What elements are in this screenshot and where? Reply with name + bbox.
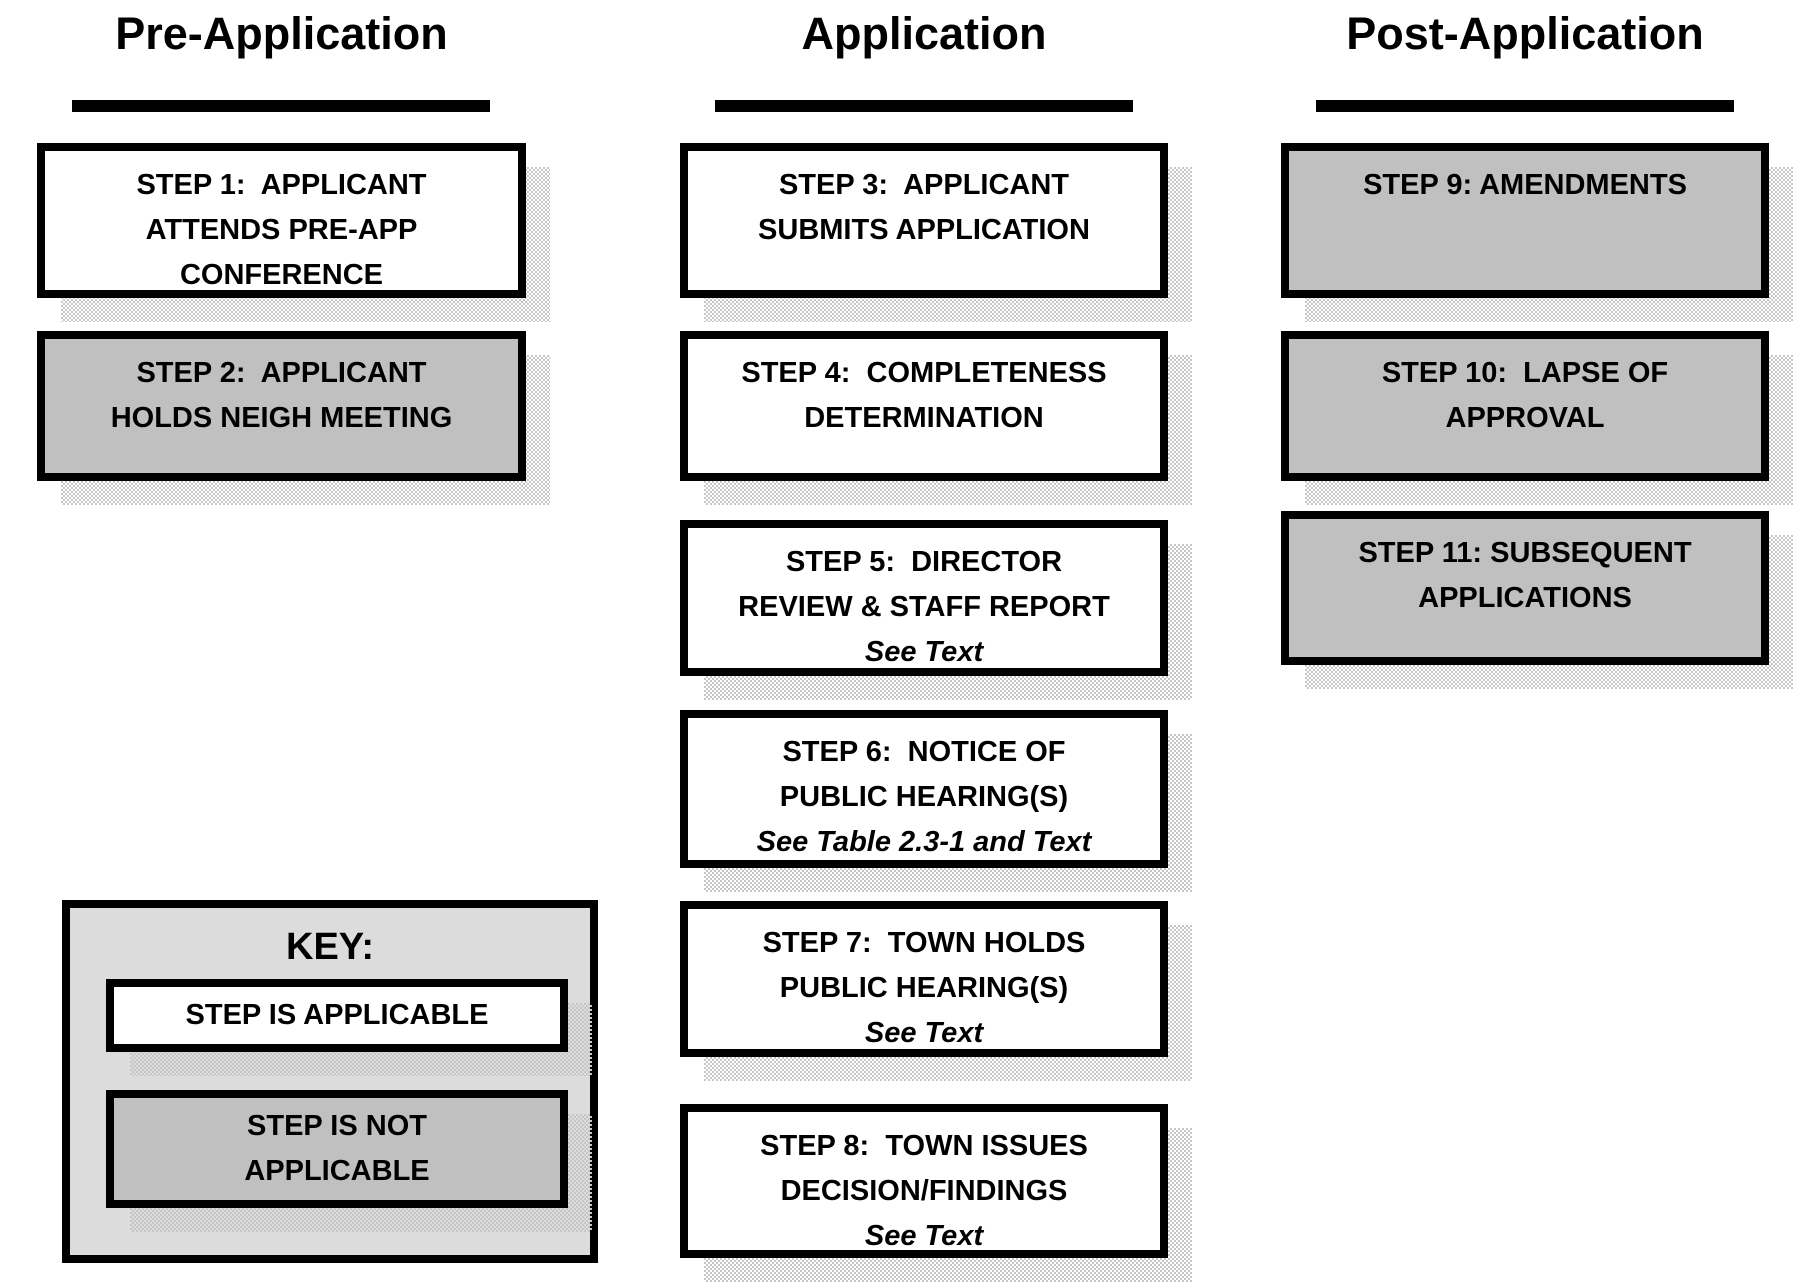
step-1-title: STEP 1: APPLICANT ATTENDS PRE-APP CONFER… — [136, 169, 427, 291]
post-application-heading-underline — [1316, 100, 1734, 112]
application-heading-underline — [715, 100, 1133, 112]
step-7-note: See Text — [864, 1017, 984, 1049]
column-heading-application: Application — [801, 8, 1047, 59]
step-3-title: STEP 3: APPLICANT SUBMITS APPLICATION — [758, 169, 1090, 246]
legend-title: KEY: — [286, 926, 374, 968]
step-8-title: STEP 8: TOWN ISSUES DECISION/FINDINGS — [760, 1130, 1088, 1207]
step-5-title: STEP 5: DIRECTOR REVIEW & STAFF REPORT — [738, 546, 1110, 623]
step-10-title: STEP 10: LAPSE OF APPROVAL — [1381, 357, 1669, 434]
step-4-title: STEP 4: COMPLETENESS DETERMINATION — [741, 357, 1107, 434]
step-8-box: STEP 8: TOWN ISSUES DECISION/FINDINGS Se… — [680, 1104, 1192, 1282]
step-11-title: STEP 11: SUBSEQUENT APPLICATIONS — [1358, 537, 1692, 614]
step-7-title: STEP 7: TOWN HOLDS PUBLIC HEARING(S) — [762, 927, 1086, 1004]
step-8-note: See Text — [864, 1220, 984, 1252]
step-7-box: STEP 7: TOWN HOLDS PUBLIC HEARING(S) See… — [680, 901, 1192, 1081]
pre-application-heading-underline — [72, 100, 490, 112]
step-6-note: See Table 2.3-1 and Text — [756, 826, 1092, 858]
step-6-box: STEP 6: NOTICE OF PUBLIC HEARING(S) See … — [680, 710, 1192, 892]
step-5-box: STEP 5: DIRECTOR REVIEW & STAFF REPORT S… — [680, 520, 1192, 700]
legend-step-not-applicable-label: STEP IS NOT APPLICABLE — [244, 1110, 430, 1187]
step-6-title: STEP 6: NOTICE OF PUBLIC HEARING(S) — [779, 736, 1069, 813]
step-3-box: STEP 3: APPLICANT SUBMITS APPLICATION — [680, 143, 1192, 322]
step-9-title: STEP 9: AMENDMENTS — [1363, 169, 1687, 201]
step-10-box: STEP 10: LAPSE OF APPROVAL — [1281, 331, 1793, 505]
step-1-box: STEP 1: APPLICANT ATTENDS PRE-APP CONFER… — [37, 143, 550, 322]
step-5-note: See Text — [864, 636, 984, 668]
step-9-box: STEP 9: AMENDMENTS — [1281, 143, 1793, 322]
legend-step-applicable-box: STEP IS APPLICABLE — [106, 979, 592, 1076]
legend-step-not-applicable-box: STEP IS NOT APPLICABLE — [106, 1090, 592, 1232]
step-11-box: STEP 11: SUBSEQUENT APPLICATIONS — [1281, 511, 1793, 689]
column-heading-pre-application: Pre-Application — [115, 8, 448, 59]
step-2-title: STEP 2: APPLICANT HOLDS NEIGH MEETING — [110, 357, 453, 434]
legend-step-applicable-label: STEP IS APPLICABLE — [185, 999, 489, 1031]
step-4-box: STEP 4: COMPLETENESS DETERMINATION — [680, 331, 1192, 505]
column-heading-post-application: Post-Application — [1346, 8, 1704, 59]
legend-panel: KEY: STEP IS APPLICABLE STEP IS NOT APPL… — [62, 900, 598, 1263]
step-2-box: STEP 2: APPLICANT HOLDS NEIGH MEETING — [37, 331, 550, 505]
